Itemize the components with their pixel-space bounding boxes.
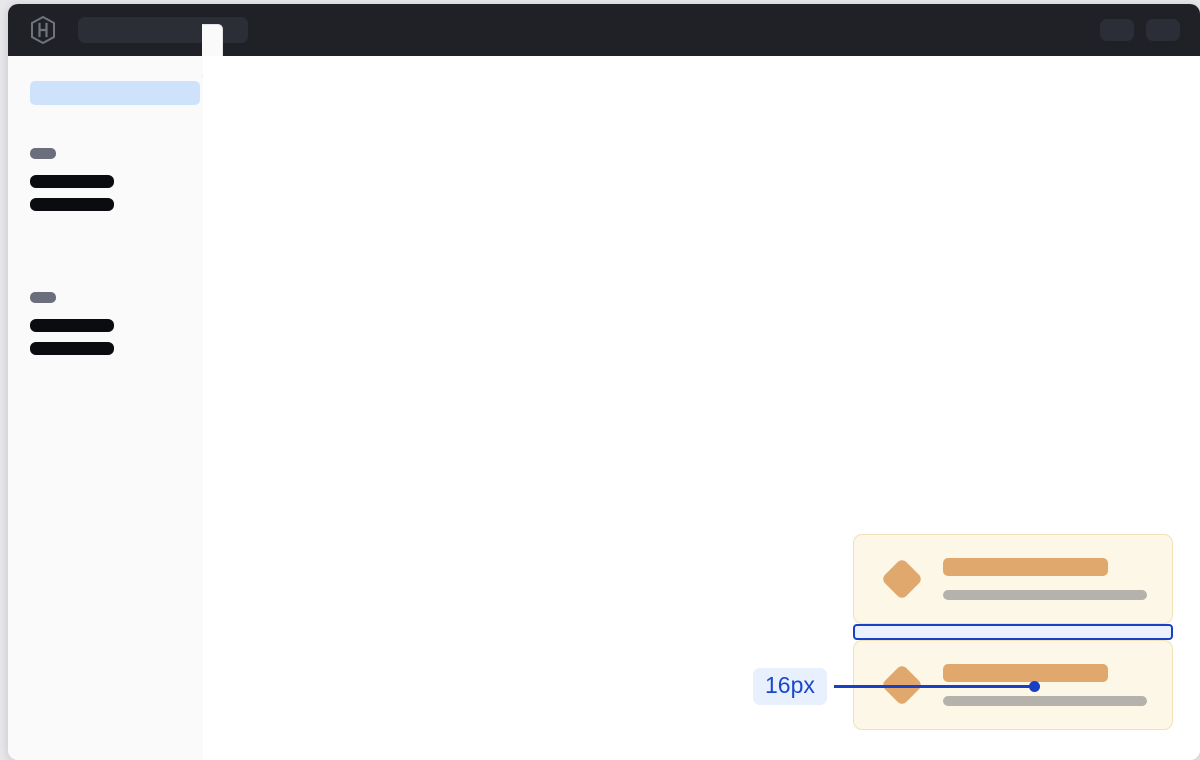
app-window: 16px [8,4,1200,760]
sidebar-item-1-1[interactable] [30,175,114,188]
topbar-chip-2[interactable] [1146,19,1180,41]
sidebar-group-1 [30,148,114,211]
sidebar-group-2-label [30,292,56,303]
sidebar [8,56,204,760]
sidebar-item-2-2[interactable] [30,342,114,355]
spacing-value-label: 16px [753,667,827,705]
card-2-subtitle [943,696,1147,706]
card-1-title [943,558,1108,576]
card-1-lines [943,558,1174,600]
card-2-title [943,664,1108,682]
sidebar-item-1-2[interactable] [30,198,114,211]
sidebar-item-2-1[interactable] [30,319,114,332]
top-bar [8,4,1200,56]
sidebar-item-selected[interactable] [30,81,200,105]
leader-endpoint-dot-icon [1028,680,1040,692]
main-canvas: 16px [203,56,1200,760]
topbar-chip-1[interactable] [1100,19,1134,41]
sidebar-group-1-label [30,148,56,159]
card-1-subtitle [943,590,1147,600]
leader-line [833,684,1032,688]
spacing-gap-highlight[interactable] [853,624,1173,640]
card-2-lines [943,664,1174,706]
card-1[interactable] [853,534,1173,624]
spacing-measurement-callout: 16px [753,667,1040,705]
sidebar-group-2 [30,292,114,355]
hashicorp-hexagon-logo-icon[interactable] [30,16,56,44]
diamond-icon [880,557,924,601]
